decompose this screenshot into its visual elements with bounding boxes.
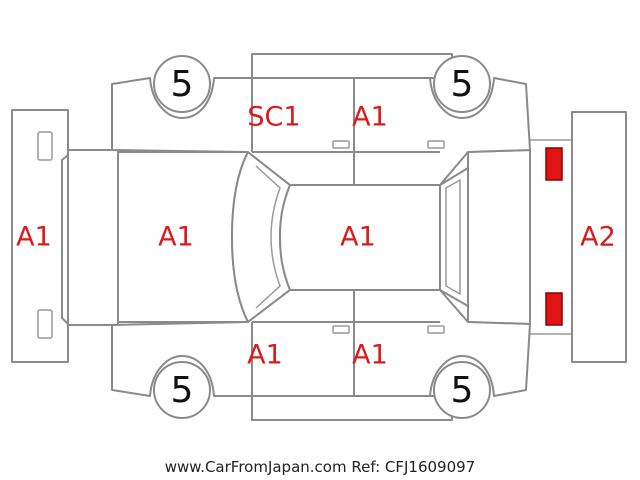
hood-code: A1: [158, 222, 194, 253]
upper-roof-rail: [251, 53, 453, 79]
front-grille: [67, 149, 119, 326]
tire-front-upper-rating: 5: [171, 64, 194, 105]
upper-front-door-code: SC1: [247, 102, 300, 133]
lower-side-panel: [111, 289, 531, 397]
tire-rear-upper: 5: [433, 55, 491, 113]
front-bumper-code: A1: [16, 222, 52, 253]
lower-side-rail: [251, 395, 453, 421]
upper-rear-door-code: A1: [352, 102, 388, 133]
roof-code: A1: [340, 222, 376, 253]
tail-light-lower: [545, 292, 563, 326]
upper-side-panel: [111, 77, 531, 186]
watermark-credit: www.CarFromJapan.com Ref: CFJ1609097: [165, 458, 475, 476]
rear-hatch: [467, 149, 531, 325]
tire-front-upper: 5: [153, 55, 211, 113]
tire-rear-lower-rating: 5: [451, 370, 474, 411]
tire-front-lower-rating: 5: [171, 370, 194, 411]
tail-light-upper: [545, 147, 563, 181]
front-bumper: [11, 109, 69, 363]
tire-rear-upper-rating: 5: [451, 64, 474, 105]
rear-window: [439, 167, 469, 307]
rear-code: A2: [580, 222, 616, 253]
tire-rear-lower: 5: [433, 361, 491, 419]
rear-bumper: [571, 111, 627, 363]
lower-front-door-code: A1: [247, 340, 283, 371]
lower-rear-door-code: A1: [352, 340, 388, 371]
tire-front-lower: 5: [153, 361, 211, 419]
